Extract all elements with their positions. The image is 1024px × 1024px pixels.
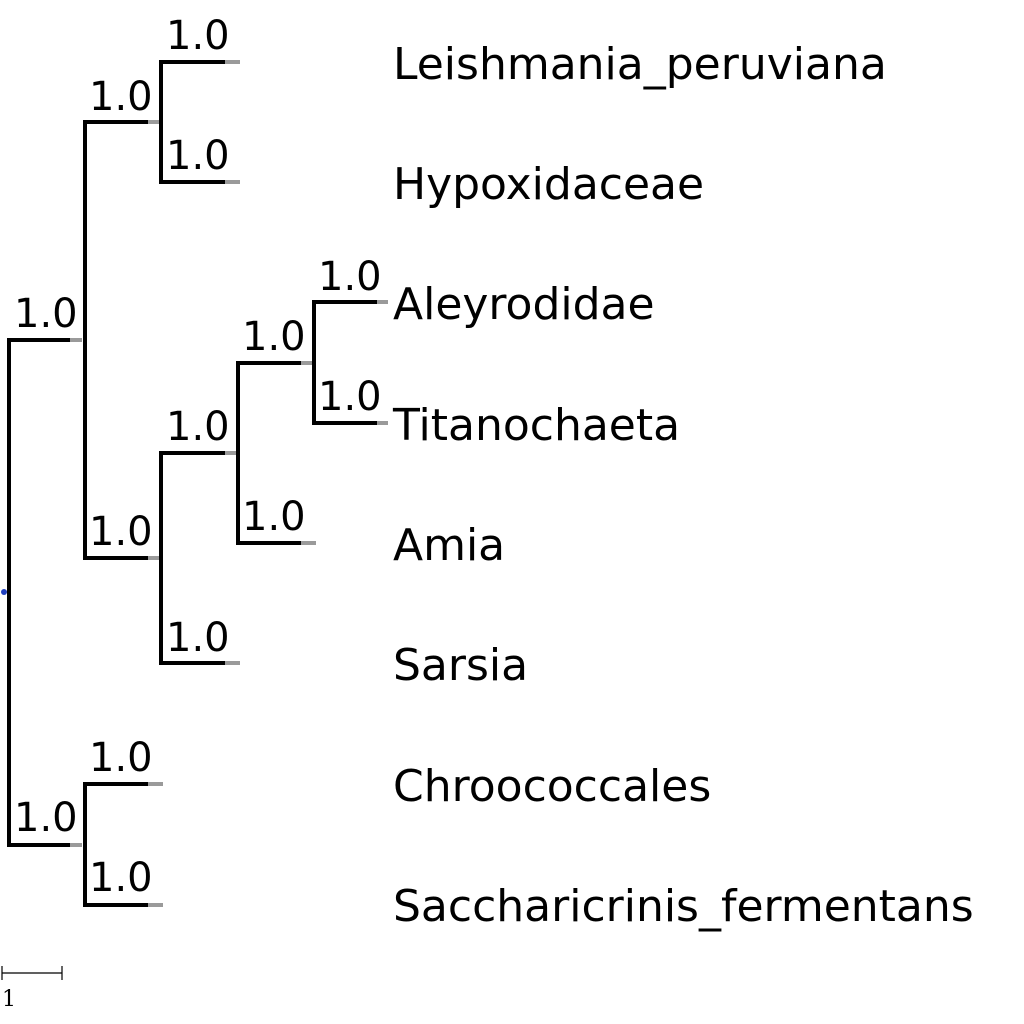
leaf-label-amia: Amia xyxy=(393,520,505,571)
support-sarsia: 1.0 xyxy=(166,615,230,661)
support-titanochaeta: 1.0 xyxy=(318,374,382,420)
leaf-label-chroococcales: Chroococcales xyxy=(393,761,711,812)
leaf-label-leishmania-peruviana: Leishmania_peruviana xyxy=(393,39,887,90)
support-amia: 1.0 xyxy=(242,494,306,540)
root-marker xyxy=(1,589,7,595)
support-chroococcales: 1.0 xyxy=(89,735,153,781)
leaf-label-sarsia: Sarsia xyxy=(393,640,528,691)
support-upper-clade: 1.0 xyxy=(89,74,153,120)
support-hypoxidaceae: 1.0 xyxy=(166,133,230,179)
leaf-label-saccharicrinis-fermentans: Saccharicrinis_fermentans xyxy=(393,881,974,932)
leaf-label-hypoxidaceae: Hypoxidaceae xyxy=(393,159,704,210)
leaf-label-titanochaeta: Titanochaeta xyxy=(392,400,680,451)
support-amia-group: 1.0 xyxy=(166,404,230,450)
support-aleyrodidae: 1.0 xyxy=(318,254,382,300)
leaf-label-aleyrodidae: Aleyrodidae xyxy=(393,279,655,330)
support-aley-titano: 1.0 xyxy=(242,314,306,360)
scale-bar: 1 xyxy=(1,966,63,1012)
support-saccharicrinis: 1.0 xyxy=(89,855,153,901)
scale-bar-label: 1 xyxy=(2,987,16,1012)
support-leishmania: 1.0 xyxy=(166,13,230,59)
support-chroo-sacch: 1.0 xyxy=(14,795,78,841)
support-root-left: 1.0 xyxy=(14,291,78,337)
support-lower-clade: 1.0 xyxy=(89,509,153,555)
